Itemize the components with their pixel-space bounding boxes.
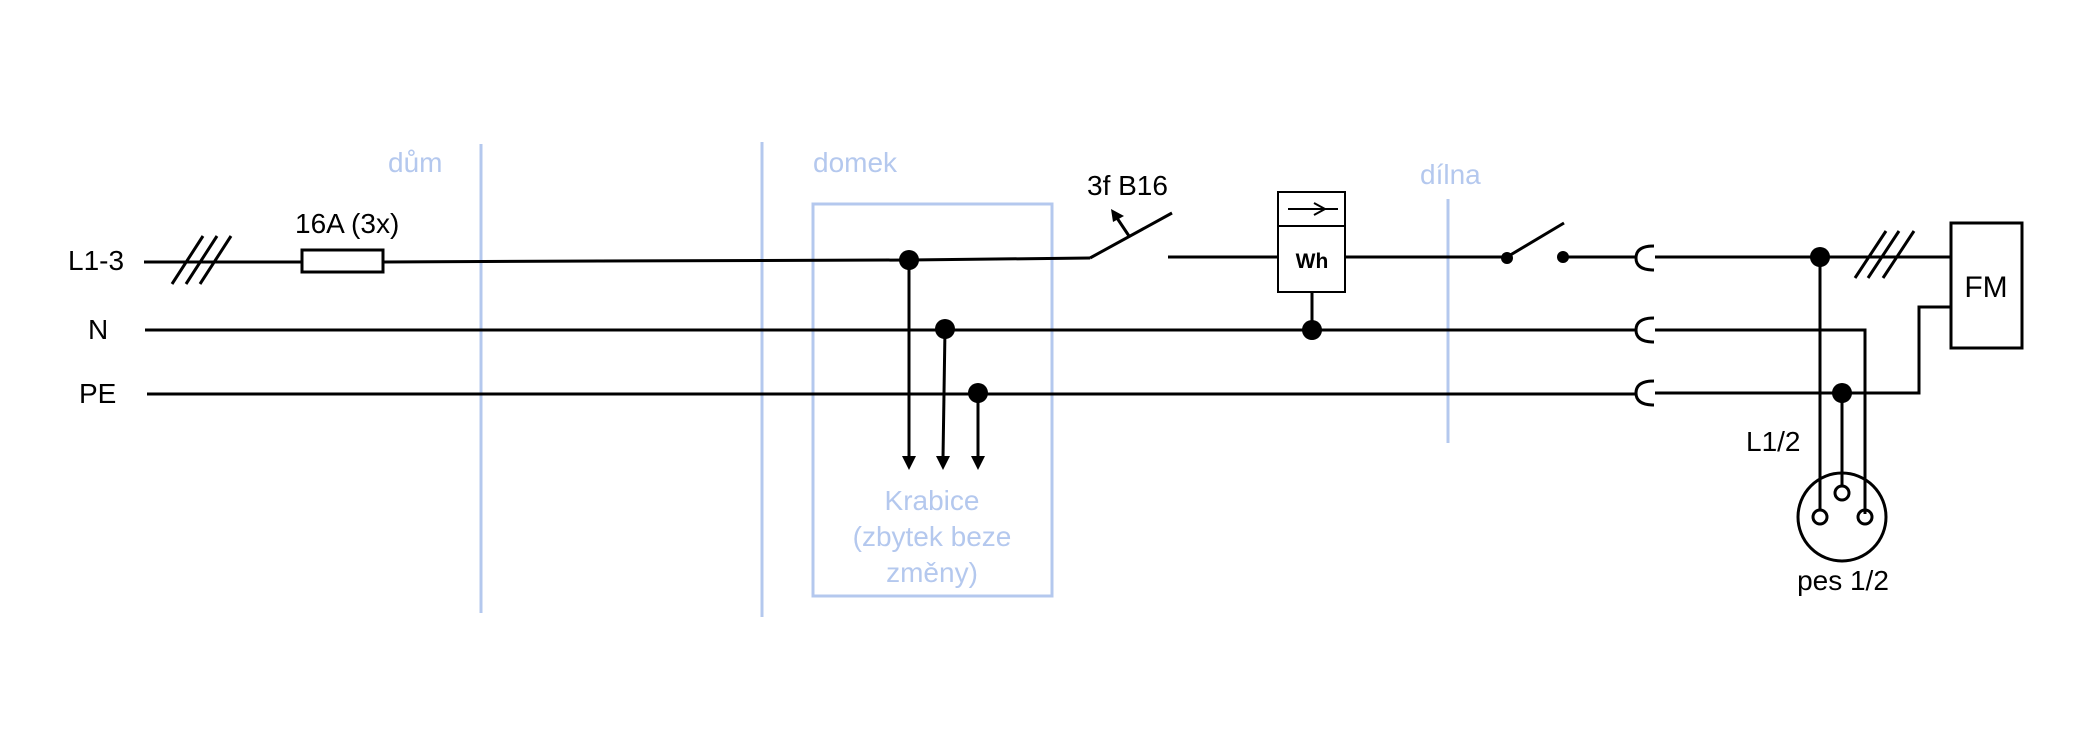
junction-box-label-line2: (zbytek beze: [853, 521, 1012, 552]
fuse-symbol: [300, 248, 385, 274]
connector-n-icon: [1634, 316, 1655, 344]
energy-meter: Wh: [1277, 191, 1346, 340]
zone-label-domek: domek: [813, 147, 898, 178]
socket-label: pes 1/2: [1797, 565, 1889, 596]
switch-blade: [1506, 221, 1565, 259]
switch-contact-2: [1557, 251, 1569, 263]
conductor-label-l1: L1-3: [68, 245, 124, 276]
phase-tap-label: L1/2: [1746, 426, 1801, 457]
connectors: [1634, 244, 1655, 407]
tap-arrow-pe-icon: [971, 456, 985, 470]
breaker-trip-arrow-icon: [1111, 209, 1131, 237]
socket-feed: [1810, 247, 1852, 509]
wire-l1: [144, 211, 1950, 264]
connector-pe-icon: [1634, 379, 1655, 407]
socket-icon: [1796, 471, 1888, 563]
three-phase-marks-right: [1853, 230, 1916, 279]
three-phase-marks-left: [170, 235, 233, 285]
wire-pe: [147, 305, 1951, 396]
junction-box-label-line1: Krabice: [885, 485, 980, 516]
conductor-label-pe: PE: [79, 378, 116, 409]
conductor-label-n: N: [88, 314, 108, 345]
connector-l1-icon: [1634, 244, 1655, 272]
junction-box-label-line3: změny): [886, 557, 978, 588]
meter-label: Wh: [1296, 250, 1329, 273]
junction-taps: [899, 250, 988, 470]
tap-arrow-l1-icon: [902, 456, 916, 470]
junction-box: [811, 202, 1054, 598]
tap-arrow-n-icon: [936, 456, 950, 470]
fm-device-label: FM: [1964, 271, 2007, 304]
breaker-blade: [1089, 211, 1173, 260]
fuse-label: 16A (3x): [295, 208, 399, 239]
fm-device: [1949, 221, 2024, 350]
meter-neutral-dot: [1302, 320, 1322, 340]
zone-label-dum: dům: [388, 147, 442, 178]
switch-contact-1: [1501, 252, 1513, 264]
zone-label-dilna: dílna: [1420, 159, 1481, 190]
wire-n: [145, 328, 1867, 514]
zone-dividers: [479, 142, 1450, 617]
breaker-label: 3f B16: [1087, 170, 1168, 201]
